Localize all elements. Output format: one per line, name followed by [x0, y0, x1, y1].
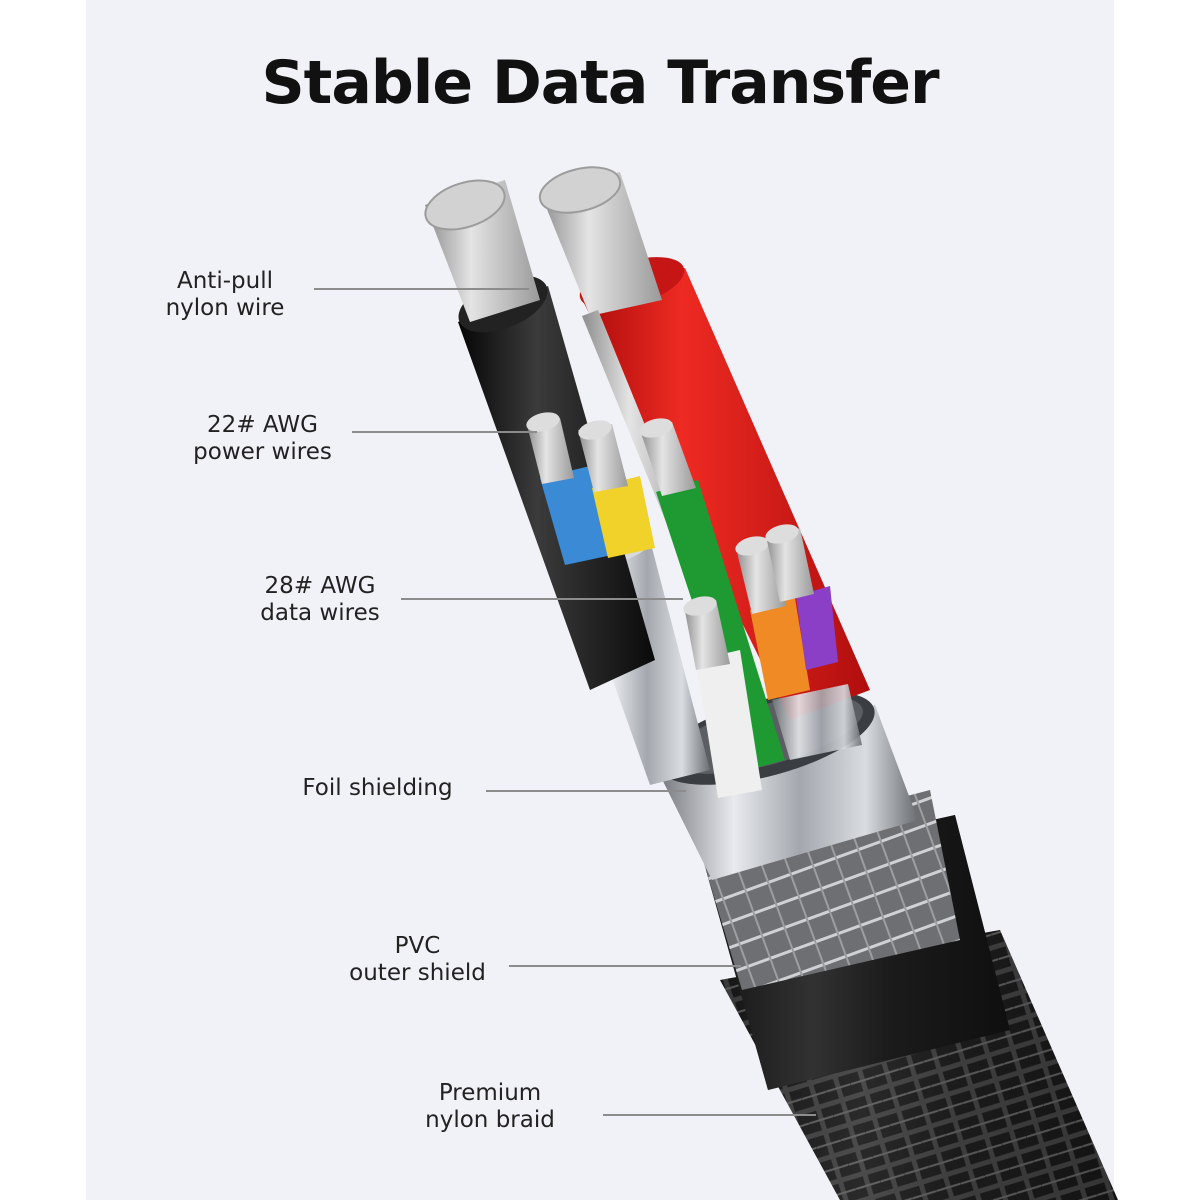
callout-line: 28# AWG [264, 573, 376, 599]
callout-line: outer shield [349, 960, 486, 986]
white-data-wire [696, 650, 762, 798]
leader-line [314, 288, 529, 290]
page-title: Stable Data Transfer [261, 48, 939, 118]
callout-anti-pull-nylon-wire: Anti-pull nylon wire [150, 268, 300, 322]
callout-premium-nylon-braid: Premium nylon braid [415, 1080, 565, 1134]
callout-data-wires: 28# AWG data wires [245, 573, 395, 627]
callout-line: data wires [260, 600, 380, 626]
callout-line: Foil shielding [302, 775, 453, 801]
callout-line: PVC [394, 933, 441, 959]
callout-line: power wires [193, 439, 332, 465]
callout-pvc-outer-shield: PVC outer shield [340, 933, 495, 987]
leader-line [486, 790, 686, 792]
yellow-data-wire [592, 476, 655, 558]
callout-foil-shielding: Foil shielding [285, 775, 470, 802]
callout-line: nylon braid [425, 1107, 555, 1133]
callout-power-wires: 22# AWG power wires [180, 412, 345, 466]
leader-line [352, 431, 537, 433]
callout-line: 22# AWG [207, 412, 318, 438]
callout-line: Anti-pull [177, 268, 273, 294]
leader-line [603, 1114, 816, 1116]
orange-data-wire [750, 598, 810, 700]
callout-line: Premium [438, 1080, 542, 1106]
purple-data-wire [796, 586, 838, 670]
leader-line [509, 965, 741, 967]
leader-line [401, 598, 683, 600]
callout-line: nylon wire [165, 295, 285, 321]
